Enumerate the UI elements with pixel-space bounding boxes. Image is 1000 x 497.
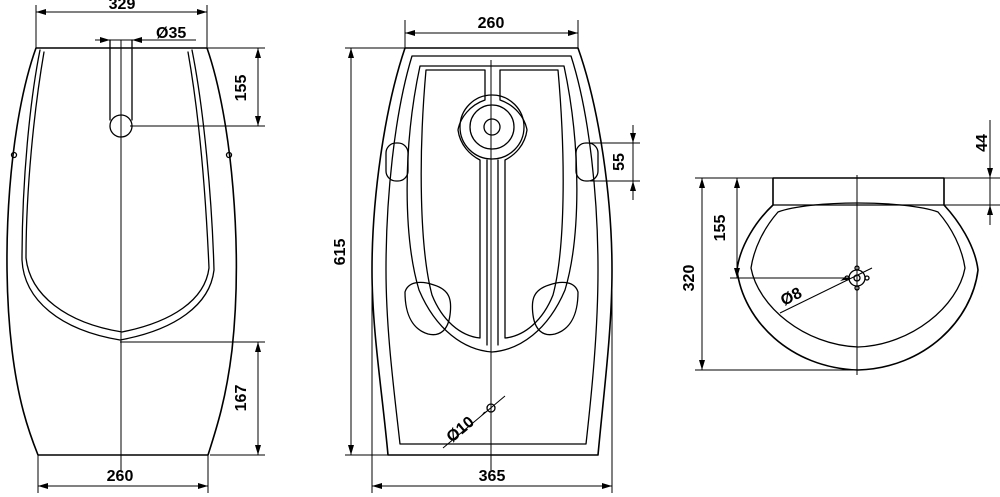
side-view-inner-outline-2 — [25, 51, 210, 333]
side-view: 329 Ø35 155 167 260 — [6, 0, 265, 493]
front-view-side-grip-right — [575, 142, 599, 182]
front-view-base-width-label: 365 — [479, 468, 506, 485]
front-view-right-channel — [499, 69, 564, 339]
front-view-drain-diameter-label: Ø10 — [444, 414, 478, 447]
top-view-depth-label: 320 — [681, 265, 698, 292]
front-view-drain-slot — [486, 159, 499, 346]
front-view-inner-rim — [385, 55, 599, 445]
top-view: 44 155 320 Ø8 — [681, 120, 1000, 375]
side-view-mount-right — [225, 151, 233, 159]
front-view-foot-pad-left — [404, 281, 452, 336]
top-view-outer-body — [736, 177, 979, 371]
side-view-inlet-diameter-label: Ø35 — [156, 25, 186, 42]
front-view-left-channel — [420, 69, 486, 339]
top-view-drain-hole-2 — [864, 275, 870, 281]
side-view-inlet-pipe — [109, 39, 133, 121]
front-view-foot-pad-right — [531, 281, 579, 336]
top-view-inner-depth-label: 155 — [712, 215, 729, 242]
front-view-top-width-label: 260 — [478, 15, 505, 32]
side-view-bottom-height-label: 167 — [233, 385, 250, 412]
side-view-inlet-height-label: 155 — [233, 75, 250, 102]
top-view-hole-diameter-label: Ø8 — [778, 285, 805, 310]
front-view-height-label: 615 — [332, 239, 349, 266]
front-view-side-grip-left — [385, 142, 409, 182]
front-view-bowl — [406, 65, 578, 353]
side-view-inner-outline — [21, 49, 215, 341]
front-view-spray-center — [483, 118, 501, 136]
side-view-top-width-label: 329 — [109, 0, 136, 13]
front-view-side-dim-label: 55 — [611, 153, 628, 171]
side-view-mount-left — [10, 151, 18, 159]
side-view-base-width-label: 260 — [107, 468, 134, 485]
top-view-rim-label: 44 — [974, 134, 991, 152]
front-view: 260 615 55 Ø10 365 — [332, 15, 640, 493]
front-view-spray-outer — [459, 94, 525, 160]
front-view-spray-ring — [469, 104, 515, 150]
front-view-outer-body — [371, 47, 613, 456]
